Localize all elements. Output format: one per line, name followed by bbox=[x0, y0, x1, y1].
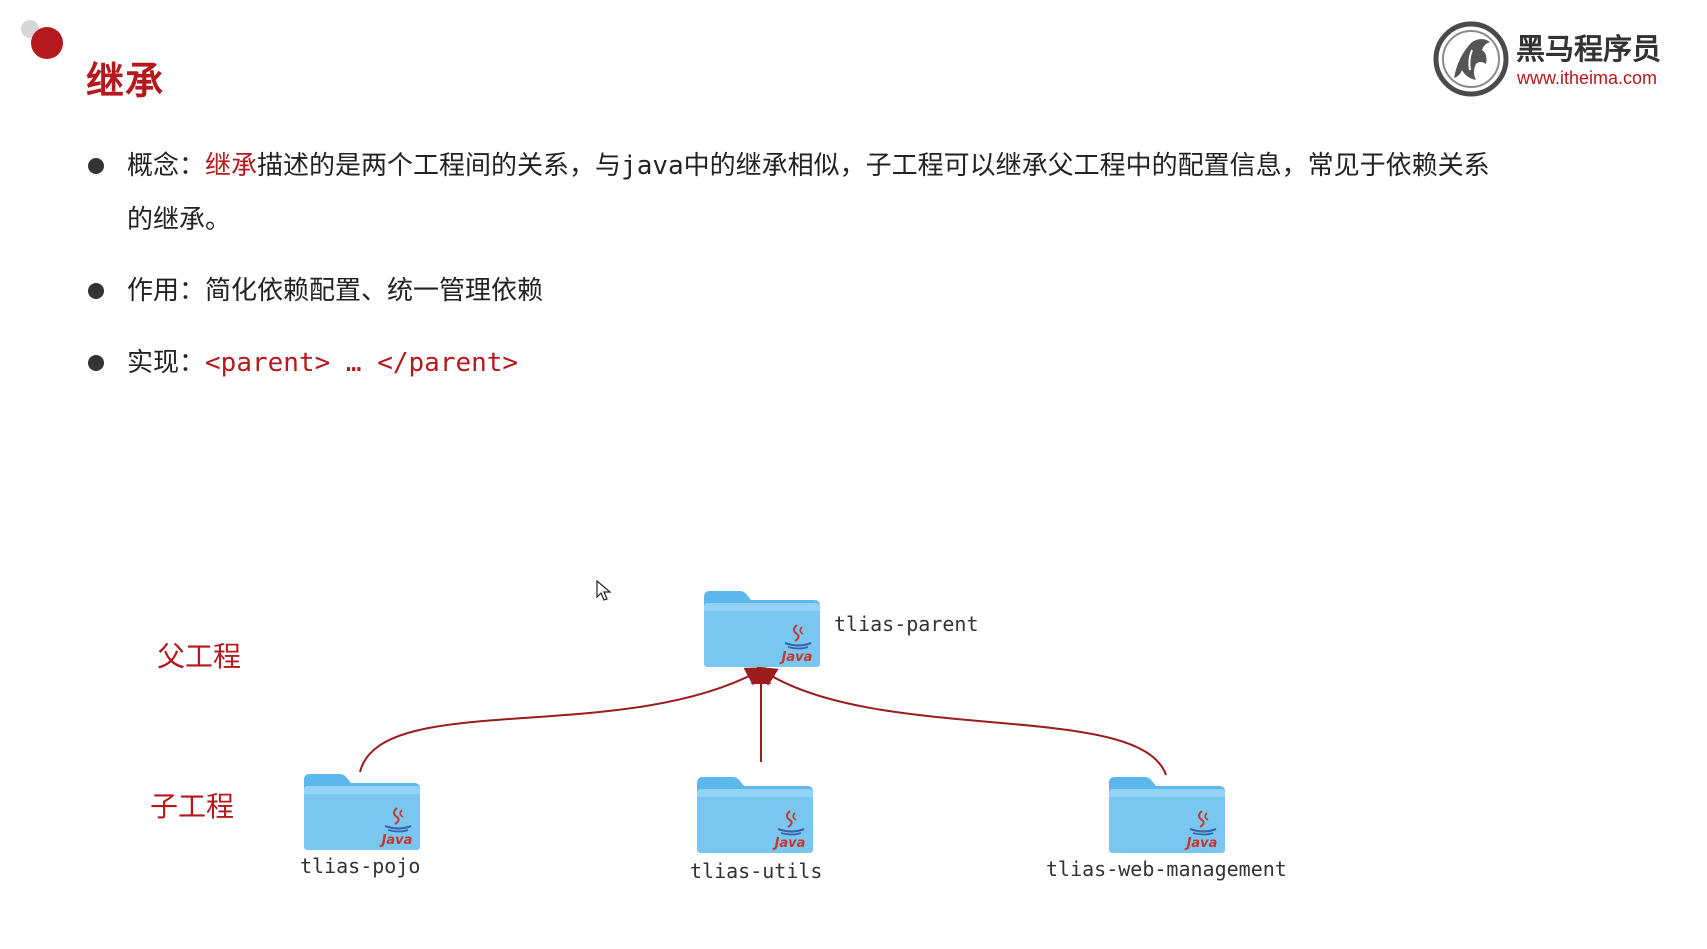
code-snippet: <parent> … </parent> bbox=[205, 348, 519, 378]
bullet-label: 实现： bbox=[127, 348, 206, 378]
brand-logo: 黑马程序员 www.itheima.com bbox=[1432, 20, 1692, 98]
java-folder-icon bbox=[690, 775, 820, 855]
highlight-term: 继承 bbox=[205, 151, 258, 181]
bullet-text: 简化依赖配置、统一管理依赖 bbox=[205, 276, 544, 306]
bullet-dot bbox=[88, 355, 104, 371]
project-name-parent: tlias-parent bbox=[834, 612, 979, 636]
bullet-label: 作用： bbox=[127, 276, 206, 306]
decor-dot-red bbox=[31, 27, 63, 59]
arrow-pojo-to-parent bbox=[359, 667, 766, 773]
arrow-web-to-parent bbox=[756, 666, 1167, 776]
bullet-text: 描述的是两个工程间的关系，与 bbox=[257, 151, 622, 181]
bullet-text: 中的继承相似，子工程可以继承父工程中的配置信息，常见于依赖关系 bbox=[683, 151, 1490, 181]
bullet-dot bbox=[88, 283, 104, 299]
bullet-dot bbox=[88, 158, 104, 174]
mouse-cursor-icon bbox=[596, 580, 612, 601]
project-name-utils: tlias-utils bbox=[690, 859, 823, 883]
java-folder-icon bbox=[702, 589, 822, 669]
brand-name: 黑马程序员 bbox=[1516, 32, 1662, 66]
bullet-concept-continuation: 的继承。 bbox=[127, 205, 232, 235]
java-folder-icon bbox=[1102, 775, 1232, 855]
java-term: java bbox=[621, 151, 684, 181]
project-name-pojo: tlias-pojo bbox=[300, 854, 421, 878]
brand-url: www.itheima.com bbox=[1517, 68, 1658, 88]
page-title: 继承 bbox=[86, 59, 165, 103]
project-name-web-management: tlias-web-management bbox=[1046, 857, 1287, 881]
bullet-label: 概念： bbox=[127, 151, 206, 181]
parent-project-label: 父工程 bbox=[157, 640, 242, 673]
child-project-label: 子工程 bbox=[150, 790, 235, 823]
java-folder-icon bbox=[300, 772, 424, 852]
horse-logo-icon bbox=[1433, 21, 1509, 97]
